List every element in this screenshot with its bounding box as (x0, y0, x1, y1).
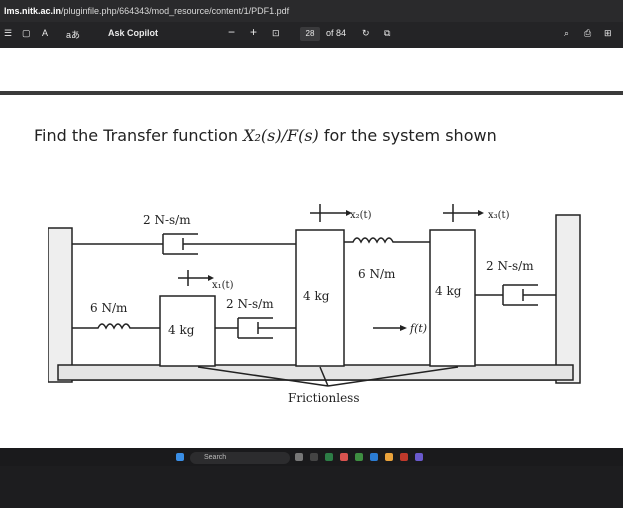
search-icon[interactable]: ⌕ (564, 28, 570, 38)
page-total: of 84 (326, 28, 347, 38)
read-aloud-button[interactable]: A (42, 28, 49, 38)
label-x1: x₁(t) (212, 280, 234, 291)
chrome-icon[interactable] (340, 453, 348, 461)
left-wall (48, 227, 73, 383)
label-right-damper: 2 N-s/m (486, 259, 534, 273)
edge-icon[interactable] (325, 453, 333, 461)
task-view-icon[interactable] (295, 453, 303, 461)
folder-icon[interactable] (385, 453, 393, 461)
media-icon[interactable] (400, 453, 408, 461)
slide-top-border (0, 91, 623, 95)
zoom-out-button[interactable]: − (228, 25, 236, 39)
ask-copilot-button[interactable]: Ask Copilot (108, 28, 159, 38)
left-spring (72, 323, 148, 330)
rotate-icon[interactable]: ↻ (362, 28, 370, 38)
x1-arrow (178, 270, 208, 286)
menu-icon[interactable]: ☰ (4, 28, 13, 38)
question-text: Find the Transfer function X₂(s)/F(s) fo… (34, 126, 497, 145)
sidebar-icon[interactable]: ▢ (22, 28, 31, 38)
middle-spring (344, 237, 430, 244)
zoom-in-button[interactable]: + (250, 25, 258, 39)
whatsapp-icon[interactable] (355, 453, 363, 461)
label-mid-spring: 6 N/m (358, 267, 396, 281)
label-x3: x₃(t) (488, 210, 510, 221)
page-number-input[interactable]: 28 (300, 27, 320, 41)
save-icon[interactable]: ⊞ (604, 28, 612, 38)
right-wall (555, 214, 581, 384)
taskbar-search[interactable]: Search (190, 452, 290, 464)
label-force: f(t) (409, 322, 427, 335)
label-frictionless: Frictionless (288, 391, 360, 405)
x2-arrow (310, 204, 346, 222)
store-icon[interactable] (370, 453, 378, 461)
middle-mass (295, 229, 345, 367)
label-mid-mass: 4 kg (303, 289, 330, 303)
translate-button[interactable]: aあ (66, 30, 81, 40)
x3-arrow (443, 204, 478, 222)
print-icon[interactable]: ⎙ (584, 28, 592, 38)
url-path: /pluginfile.php/664343/mod_resource/cont… (61, 6, 290, 16)
mechanical-system-diagram: 2 N-s/m 6 N/m 4 kg 2 N-s/m 4 kg 6 N/m 4 … (48, 204, 581, 405)
label-x2: x₂(t) (350, 210, 372, 221)
left-mass (159, 295, 216, 367)
windows-start-icon[interactable] (176, 453, 184, 461)
label-mid-damper: 2 N-s/m (226, 297, 274, 311)
taskbar-search-label: Search (204, 454, 227, 461)
label-left-mass: 4 kg (168, 323, 195, 337)
fit-page-icon[interactable]: ⊡ (272, 28, 280, 38)
address-bar[interactable]: lms.nitk.ac.in /pluginfile.php/664343/mo… (0, 0, 623, 22)
page-view-icon[interactable]: ⧉ (384, 28, 391, 38)
floor (57, 364, 574, 381)
pdf-toolbar: ☰ ▢ A aあ Ask Copilot − + ⊡ 28 of 84 ↻ ⧉ … (0, 22, 623, 48)
label-right-mass: 4 kg (435, 284, 462, 298)
right-mass (429, 229, 476, 367)
taskbar-app-icon[interactable] (310, 453, 318, 461)
label-left-spring: 6 N/m (90, 301, 128, 315)
app-icon[interactable] (415, 453, 423, 461)
url-host: lms.nitk.ac.in (4, 6, 62, 16)
label-top-damper: 2 N-s/m (143, 213, 191, 227)
